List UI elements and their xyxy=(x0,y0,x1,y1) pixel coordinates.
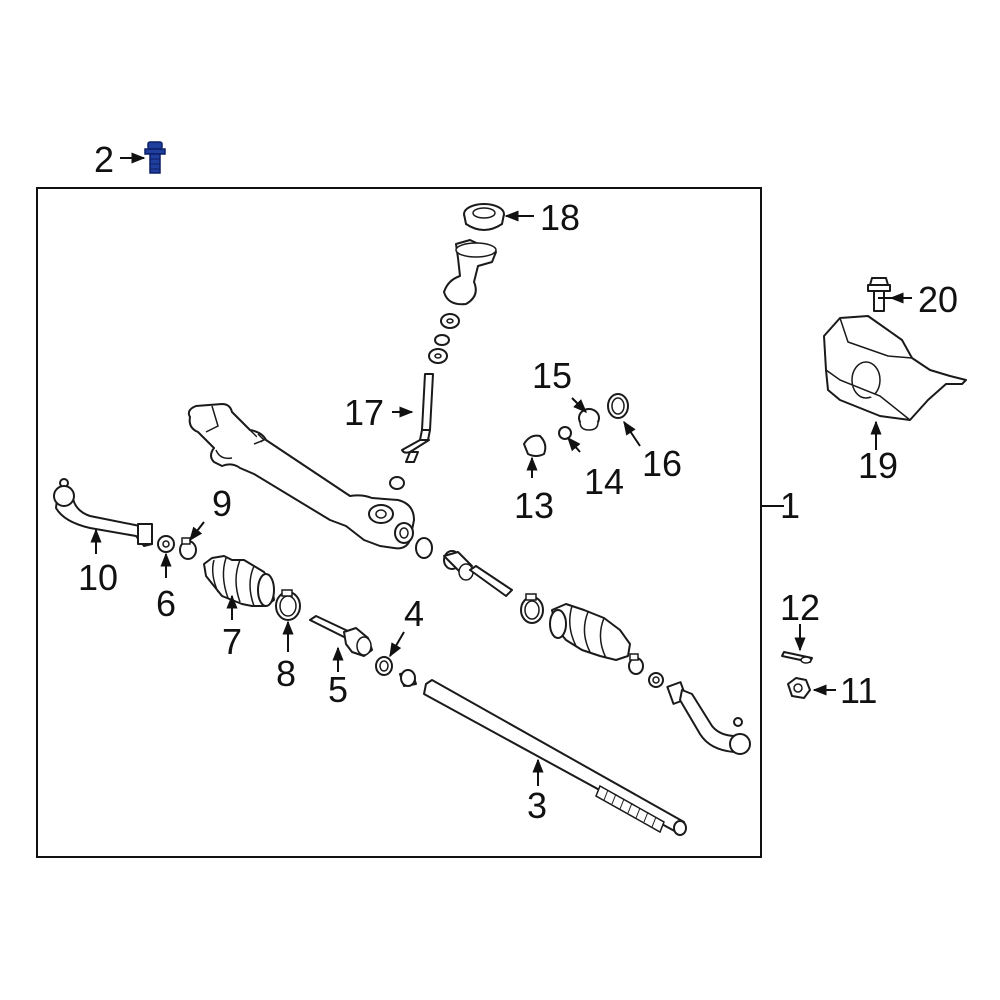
callout-13: 13 xyxy=(514,485,554,526)
callout-20: 20 xyxy=(918,279,958,320)
tie-rod-end-right-icon xyxy=(666,681,751,755)
bolt-2-highlighted-icon[interactable] xyxy=(144,141,166,174)
callout-8: 8 xyxy=(276,653,296,694)
rack-housing-icon xyxy=(187,403,415,550)
callout-6: 6 xyxy=(156,583,176,624)
callout-14: 14 xyxy=(584,461,624,502)
rack-3-icon[interactable] xyxy=(423,679,687,836)
callout-15: 15 xyxy=(532,355,572,396)
boot-right-icon xyxy=(549,603,631,661)
callout-18: 18 xyxy=(540,197,580,238)
clamp-9-icon[interactable] xyxy=(179,537,197,560)
cap-18-icon[interactable] xyxy=(463,203,505,231)
callout-10: 10 xyxy=(78,557,118,598)
callout-12: 12 xyxy=(780,587,820,628)
callout-labels: 2 18 20 15 17 16 19 14 1 9 13 10 6 12 4 … xyxy=(78,139,958,826)
pinion-boot-icon xyxy=(443,239,497,306)
callout-2: 2 xyxy=(94,139,114,180)
band-clamp-right-icon xyxy=(520,593,544,624)
plug-15-icon[interactable] xyxy=(578,408,600,431)
clamp-right-icon xyxy=(628,653,644,675)
inner-tie-rod-5-icon[interactable] xyxy=(309,615,373,657)
bushing-icon xyxy=(399,669,417,687)
band-clamp-8-icon[interactable] xyxy=(275,589,301,621)
seal-ring-16-icon[interactable] xyxy=(607,393,629,419)
callout-16: 16 xyxy=(642,443,682,484)
callout-7: 7 xyxy=(222,621,242,662)
inner-tie-rod-right-icon xyxy=(443,550,513,597)
pinion-washers-icon xyxy=(428,313,460,364)
callout-1: 1 xyxy=(780,485,800,526)
cotter-pin-12-icon[interactable] xyxy=(781,651,813,664)
leader-lines xyxy=(90,152,912,786)
bolt-20-icon[interactable] xyxy=(867,277,891,312)
callout-19: 19 xyxy=(858,445,898,486)
callout-17: 17 xyxy=(344,392,384,433)
ring-4-icon[interactable] xyxy=(375,656,393,676)
callout-9: 9 xyxy=(212,483,232,524)
pinion-shaft-17-icon[interactable] xyxy=(389,373,434,490)
heat-shield-19-icon[interactable] xyxy=(823,315,967,421)
housing-seal-icon xyxy=(415,537,433,559)
nut-11-icon[interactable] xyxy=(787,677,811,699)
callout-11: 11 xyxy=(840,670,877,711)
tie-rod-end-10-icon[interactable] xyxy=(53,478,153,547)
callout-5: 5 xyxy=(328,669,348,710)
spring-14-icon[interactable] xyxy=(558,426,572,440)
boot-7-icon[interactable] xyxy=(203,555,275,607)
callout-3: 3 xyxy=(527,785,547,826)
nut-right-icon xyxy=(648,672,664,688)
nut-6-icon[interactable] xyxy=(157,535,175,553)
callout-4: 4 xyxy=(404,593,424,634)
yoke-13-icon[interactable] xyxy=(523,434,547,457)
assembly-frame xyxy=(36,187,762,858)
